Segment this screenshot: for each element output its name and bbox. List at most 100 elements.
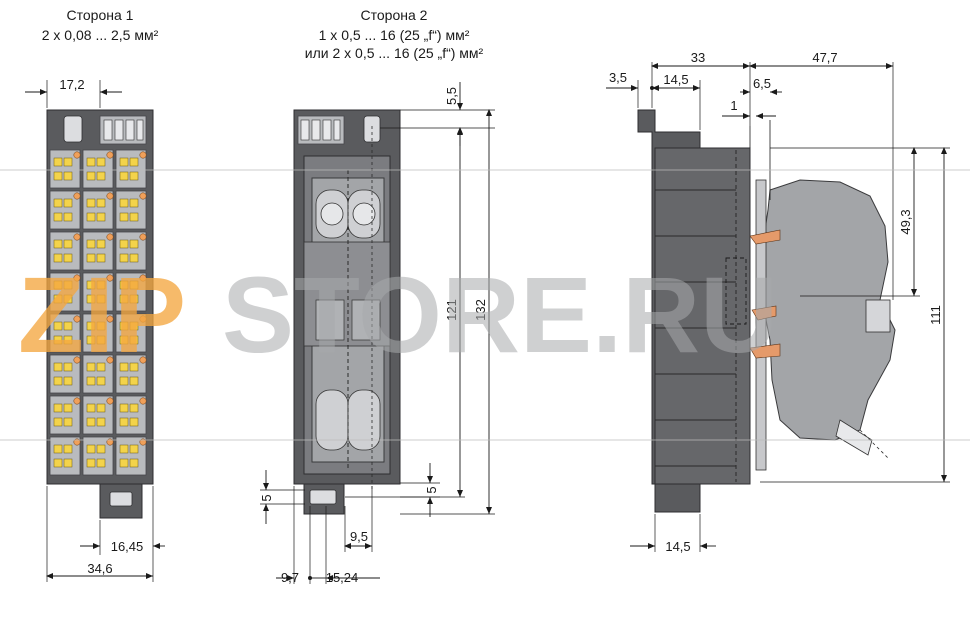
- terminal-cell: [49, 272, 81, 312]
- side1-title: Сторона 1: [67, 7, 134, 23]
- push-lever: [119, 239, 129, 249]
- side2-dimensions: 5,5 121 132 5 5 9,5 9,7 15,24: [259, 82, 495, 585]
- wire-entry: [86, 294, 96, 304]
- wire-entry: [96, 458, 106, 468]
- push-lever: [119, 198, 129, 208]
- wire-entry: [86, 458, 96, 468]
- side1-top-latch: [63, 115, 83, 143]
- dim-9-7: 9,7: [281, 570, 299, 585]
- wire-entry: [119, 253, 129, 263]
- marker-dot: [106, 151, 114, 159]
- wire-entry: [63, 458, 73, 468]
- wire-entry: [129, 171, 139, 181]
- push-lever: [63, 362, 73, 372]
- wire-entry: [63, 376, 73, 386]
- wire-entry: [63, 212, 73, 222]
- push-lever: [129, 321, 139, 331]
- marker-dot: [73, 315, 81, 323]
- side1-marker-ticks: [103, 119, 144, 141]
- marker-dot: [106, 274, 114, 282]
- side1-spec: 2 x 0,08 ... 2,5 мм²: [42, 27, 159, 43]
- marker-dot: [139, 151, 147, 159]
- push-lever: [129, 157, 139, 167]
- wire-entry: [129, 253, 139, 263]
- marker-dot: [139, 192, 147, 200]
- wire-entry: [119, 294, 129, 304]
- wire-entry: [129, 458, 139, 468]
- push-lever: [53, 198, 63, 208]
- dim-6-5: 6,5: [753, 76, 771, 91]
- dim-17-2: 17,2: [59, 77, 84, 92]
- dim-5-left: 5: [259, 494, 274, 501]
- dim-33: 33: [691, 50, 705, 65]
- view-side-profile: [637, 109, 896, 513]
- push-lever: [63, 321, 73, 331]
- marker-dot: [106, 356, 114, 364]
- dim-16-45: 16,45: [111, 539, 144, 554]
- side2-marker-ticks: [300, 119, 341, 141]
- dim-132: 132: [473, 299, 488, 321]
- push-lever: [53, 444, 63, 454]
- dim-14-5-top: 14,5: [663, 72, 688, 87]
- push-lever: [119, 157, 129, 167]
- watermark: ZIP STORE.RU: [0, 169, 970, 441]
- watermark-part1: ZIP: [18, 254, 186, 375]
- push-lever: [129, 280, 139, 290]
- profile-ribs: [655, 150, 737, 482]
- push-lever: [53, 157, 63, 167]
- marker-dot: [73, 274, 81, 282]
- wire-entry: [86, 376, 96, 386]
- push-lever: [119, 321, 129, 331]
- push-lever: [63, 198, 73, 208]
- marker-dot: [73, 192, 81, 200]
- push-lever: [119, 280, 129, 290]
- marker-dot: [106, 397, 114, 405]
- wire-entry: [63, 253, 73, 263]
- wire-entry: [129, 417, 139, 427]
- push-lever: [119, 444, 129, 454]
- wire-entry: [129, 376, 139, 386]
- marker-dot: [139, 397, 147, 405]
- push-lever: [86, 403, 96, 413]
- wire-entry: [96, 294, 106, 304]
- marker-dot: [73, 356, 81, 364]
- push-lever: [129, 239, 139, 249]
- push-lever: [96, 239, 106, 249]
- wire-entry: [119, 417, 129, 427]
- push-lever: [96, 321, 106, 331]
- push-lever: [53, 403, 63, 413]
- marker-dot: [139, 315, 147, 323]
- push-lever: [129, 362, 139, 372]
- side1-dimensions: 17,2 16,45 34,6: [25, 77, 165, 582]
- push-lever: [63, 444, 73, 454]
- wire-entry: [96, 212, 106, 222]
- push-lever: [53, 239, 63, 249]
- dim-121: 121: [444, 299, 459, 321]
- wire-entry: [86, 417, 96, 427]
- push-lever: [86, 444, 96, 454]
- dim-14-5-bottom: 14,5: [665, 539, 690, 554]
- view-side-2: Сторона 2 1 x 0,5 ... 16 (25 „f“) мм² ил…: [293, 7, 484, 515]
- marker-dot: [73, 151, 81, 159]
- side2-spec-line2: или 2 x 0,5 ... 16 (25 „f“) мм²: [305, 45, 484, 61]
- wire-entry: [53, 458, 63, 468]
- marker-dot: [106, 233, 114, 241]
- dim-111: 111: [928, 305, 943, 325]
- push-lever: [63, 239, 73, 249]
- wire-entry: [119, 171, 129, 181]
- push-lever: [96, 280, 106, 290]
- push-lever: [96, 444, 106, 454]
- push-lever: [119, 362, 129, 372]
- marker-dot: [139, 356, 147, 364]
- wire-entry: [86, 253, 96, 263]
- wire-entry: [53, 253, 63, 263]
- wire-entry: [129, 212, 139, 222]
- dim-1: 1: [730, 98, 737, 113]
- push-lever: [96, 157, 106, 167]
- watermark-part2: STORE.RU: [222, 254, 778, 375]
- dim-34-6: 34,6: [87, 561, 112, 576]
- push-lever: [129, 444, 139, 454]
- dim-49-3: 49,3: [898, 209, 913, 234]
- wire-entry: [129, 335, 139, 345]
- wire-entry: [63, 171, 73, 181]
